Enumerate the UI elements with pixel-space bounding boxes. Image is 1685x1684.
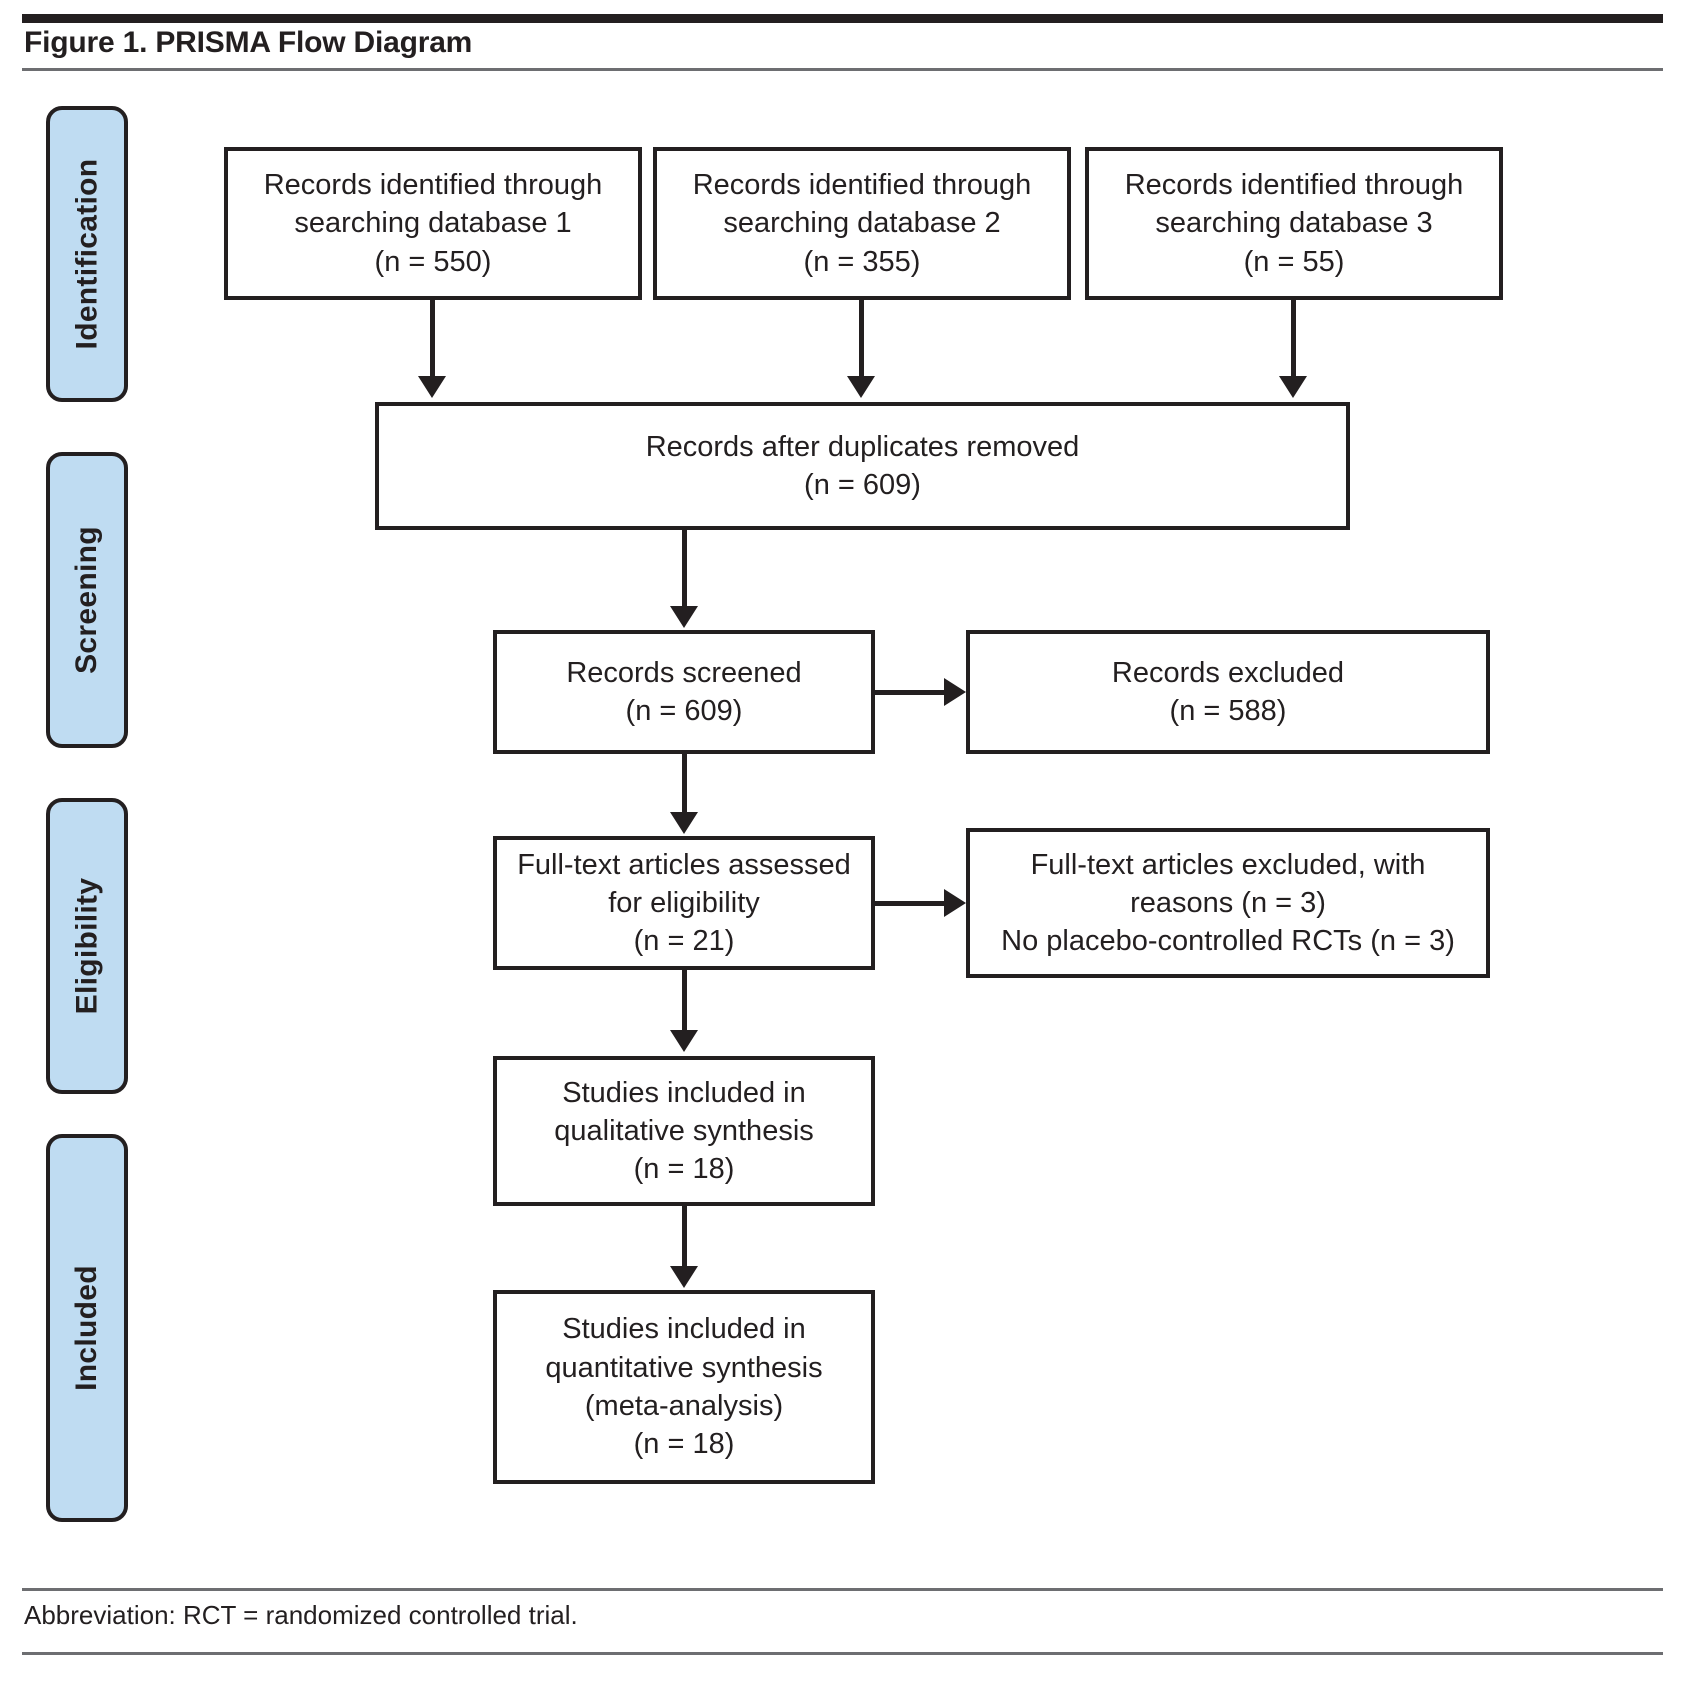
connector-screened-to-excluded	[875, 690, 945, 695]
box-dedup-line-2: (n = 609)	[804, 469, 921, 501]
box-db1-line-3: (n = 550)	[374, 245, 492, 278]
box-records-database-1: Records identified through searching dat…	[224, 147, 642, 300]
footer-bottom-rule	[22, 1652, 1663, 1655]
arrowhead-dedup-to-screened	[670, 606, 698, 628]
stage-label-eligibility: Eligibility	[70, 877, 103, 1015]
box-db3-line-2: searching database 3	[1155, 207, 1433, 240]
box-quantitative-line-2: quantitative synthesis	[545, 1351, 823, 1384]
box-qualitative-line-2: qualitative synthesis	[554, 1114, 814, 1147]
box-quantitative-synthesis: Studies included in quantitative synthes…	[493, 1290, 875, 1484]
box-screened-line-1: Records screened	[566, 656, 802, 689]
arrowhead-fulltext-to-ft-excluded	[944, 889, 966, 917]
box-excluded-line-2: (n = 588)	[1169, 695, 1287, 727]
arrowhead-fulltext-to-qualitative	[670, 1030, 698, 1052]
box-db3-line-1: Records identified through	[1124, 169, 1464, 202]
box-records-after-duplicates-removed: Records after duplicates removed (n = 60…	[375, 402, 1350, 530]
stage-pill-screening: Screening	[46, 452, 128, 748]
box-qualitative-line-1: Studies included in	[562, 1076, 806, 1109]
page-title: Figure 1. PRISMA Flow Diagram	[24, 26, 473, 59]
arrowhead-screened-to-excluded	[944, 678, 966, 706]
box-fulltext-line-2: for eligibility	[608, 886, 760, 919]
connector-fulltext-to-qualitative	[682, 970, 687, 1032]
stage-pill-eligibility: Eligibility	[46, 798, 128, 1094]
stage-label-identification: Identification	[70, 158, 103, 350]
arrowhead-db2-to-dedup	[847, 376, 875, 398]
box-fulltext-excluded: Full-text articles excluded, with reason…	[966, 828, 1490, 978]
footer-top-rule	[22, 1588, 1663, 1591]
box-qualitative-line-3: (n = 18)	[633, 1153, 735, 1186]
abbreviation-note: Abbreviation: RCT = randomized controlle…	[24, 1600, 578, 1630]
box-records-screened: Records screened (n = 609)	[493, 630, 875, 754]
connector-db2-to-dedup	[859, 300, 864, 378]
box-ft-excluded-line-3: No placebo-controlled RCTs (n = 3)	[1001, 925, 1455, 958]
box-fulltext-line-1: Full-text articles assessed	[517, 848, 851, 881]
box-records-database-3: Records identified through searching dat…	[1085, 147, 1503, 300]
box-records-excluded: Records excluded (n = 588)	[966, 630, 1490, 754]
box-db1-line-1: Records identified through	[263, 169, 603, 202]
box-quantitative-line-1: Studies included in	[562, 1313, 806, 1346]
header-bottom-rule	[22, 68, 1663, 71]
connector-db1-to-dedup	[430, 300, 435, 378]
box-db2-line-3: (n = 355)	[803, 245, 921, 278]
connector-screened-to-fulltext	[682, 754, 687, 814]
box-db3-line-3: (n = 55)	[1243, 245, 1345, 278]
box-dedup-line-1: Records after duplicates removed	[645, 430, 1080, 463]
box-records-database-2: Records identified through searching dat…	[653, 147, 1071, 300]
stage-label-included: Included	[70, 1265, 103, 1391]
box-ft-excluded-line-2: reasons (n = 3)	[1130, 886, 1326, 919]
box-fulltext-assessed: Full-text articles assessed for eligibil…	[493, 836, 875, 970]
box-fulltext-line-3: (n = 21)	[633, 925, 735, 958]
header-top-rule	[22, 14, 1663, 23]
arrowhead-qualitative-to-quantitative	[670, 1266, 698, 1288]
stage-pill-included: Included	[46, 1134, 128, 1522]
stage-pill-identification: Identification	[46, 106, 128, 402]
stage-label-screening: Screening	[70, 526, 103, 674]
connector-dedup-to-screened	[682, 530, 687, 608]
box-db2-line-1: Records identified through	[692, 169, 1032, 202]
connector-fulltext-to-ft-excluded	[875, 901, 945, 906]
connector-qualitative-to-quantitative	[682, 1206, 687, 1268]
box-db2-line-2: searching database 2	[723, 207, 1001, 240]
box-ft-excluded-line-1: Full-text articles excluded, with	[1030, 848, 1426, 881]
arrowhead-db1-to-dedup	[418, 376, 446, 398]
connector-db3-to-dedup	[1291, 300, 1296, 378]
box-quantitative-line-3: (meta-analysis)	[584, 1390, 784, 1422]
box-screened-line-2: (n = 609)	[625, 695, 743, 727]
arrowhead-db3-to-dedup	[1279, 376, 1307, 398]
box-quantitative-line-4: (n = 18)	[633, 1428, 735, 1461]
arrowhead-screened-to-fulltext	[670, 812, 698, 834]
box-db1-line-2: searching database 1	[294, 207, 572, 240]
box-excluded-line-1: Records excluded	[1111, 656, 1345, 689]
box-qualitative-synthesis: Studies included in qualitative synthesi…	[493, 1056, 875, 1206]
